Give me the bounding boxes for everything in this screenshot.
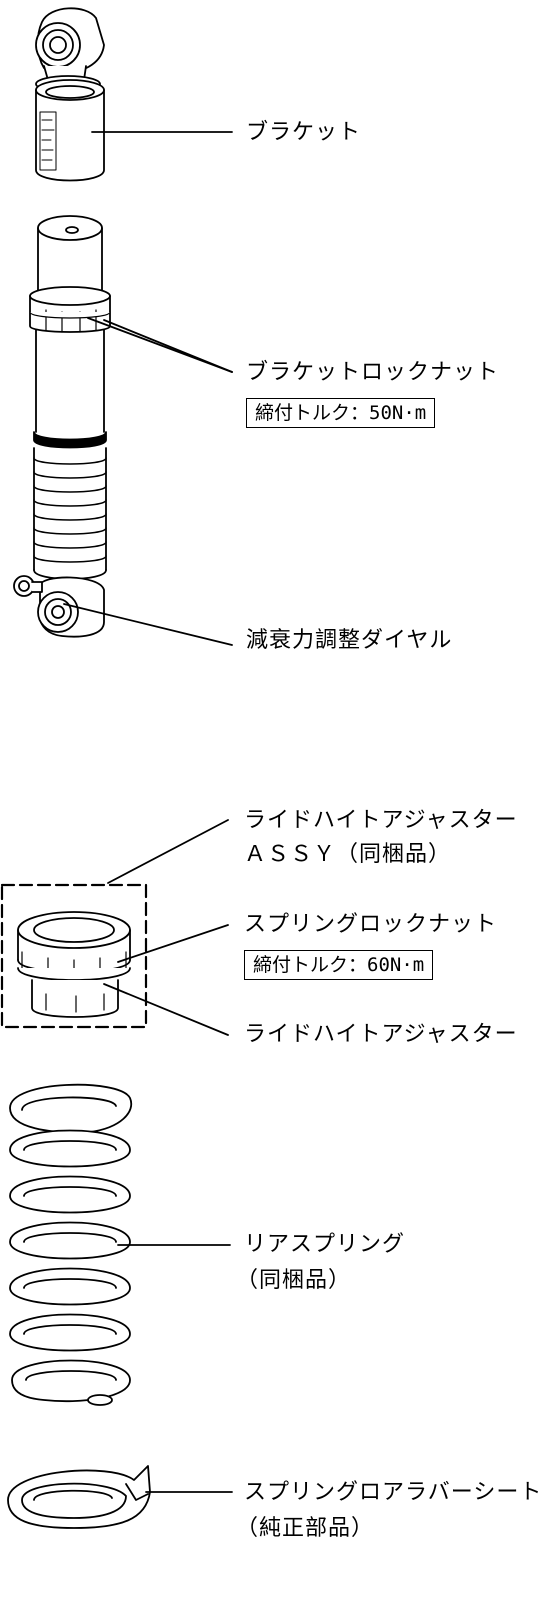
label-lower-seat-2: （純正部品） <box>236 1516 375 1541</box>
assy-dashed-box <box>2 885 146 1027</box>
label-bracket-torque: 締付トルク：50N·m <box>246 398 436 428</box>
label-rear-spring-1: リアスプリング <box>244 1232 406 1257</box>
dial-leader <box>64 604 232 645</box>
label-ride-height-assy-1: ライドハイトアジャスター <box>244 808 518 833</box>
label-spring-torque: 締付トルク：60N·m <box>244 950 434 980</box>
shock-absorber-drawing <box>14 216 110 637</box>
lower-seat-drawing <box>8 1466 150 1528</box>
ride-height-adjuster-drawing <box>18 912 130 1017</box>
adjuster-leader <box>104 984 228 1035</box>
rear-spring-drawing <box>10 1085 131 1405</box>
label-bracket: ブラケット <box>246 120 362 145</box>
label-spring-lock-nut: スプリングロックナット <box>244 912 498 937</box>
assy-leader <box>108 820 228 883</box>
label-ride-height-assy-2: ＡＳＳＹ（同梱品） <box>244 842 452 867</box>
label-ride-height-adjuster: ライドハイトアジャスター <box>244 1022 518 1047</box>
label-rear-spring-2: （同梱品） <box>236 1268 352 1293</box>
spring-lock-nut-leader <box>118 925 228 962</box>
lock-nut-leader-b <box>104 320 232 372</box>
label-bracket-lock-nut: ブラケットロックナット <box>246 360 500 385</box>
bracket-drawing <box>36 8 104 180</box>
label-damping-dial: 減衰力調整ダイヤル <box>246 628 453 653</box>
label-lower-seat-1: スプリングロアラバーシート <box>244 1480 543 1505</box>
